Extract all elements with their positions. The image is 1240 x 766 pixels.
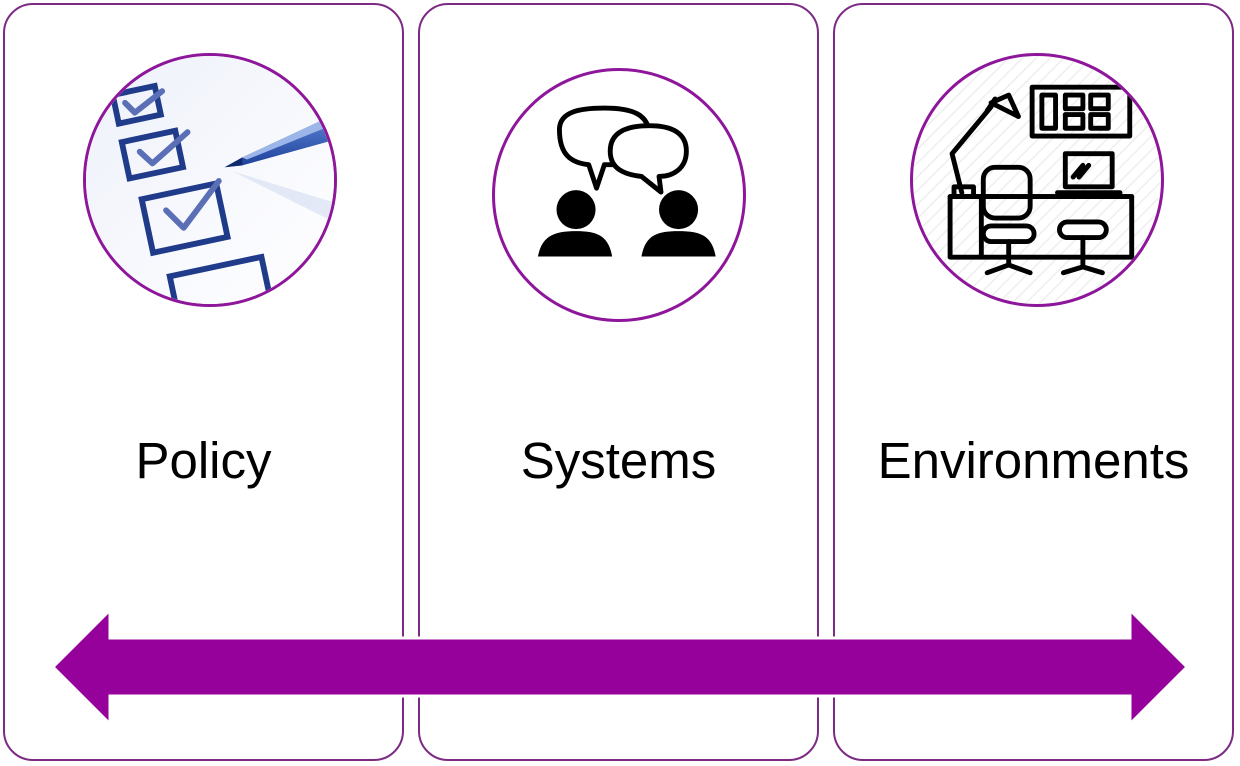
people-conversation-icon xyxy=(492,68,746,322)
panel-environments: Environments xyxy=(833,3,1234,761)
office-workspace-icon xyxy=(910,53,1164,307)
panel-policy: Policy xyxy=(3,3,404,761)
checklist-pen-icon xyxy=(83,53,337,307)
panel-title-policy: Policy xyxy=(135,432,272,489)
panel-title-environments: Environments xyxy=(877,432,1190,489)
panel-title-systems: Systems xyxy=(520,432,717,489)
panel-systems: Systems xyxy=(418,3,819,761)
